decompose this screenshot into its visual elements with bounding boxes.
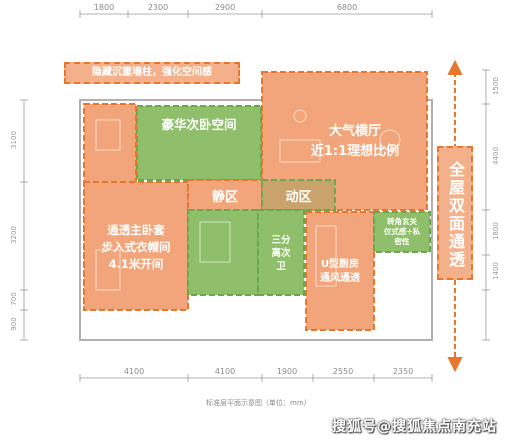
dimension-bottom-1: 4100: [123, 367, 145, 376]
watermark: 搜狐号@搜狐焦点南充站: [332, 419, 497, 435]
living-room-label-line1: 大气横厅: [328, 124, 381, 139]
living-room-label-line2: 近1:1理想比例: [310, 144, 400, 159]
foyer-area: [373, 211, 431, 253]
dimension-bottom-2: 4100: [214, 367, 236, 376]
three-split-bath-label: 三分 离次 卫: [258, 234, 304, 273]
middle-bedroom-area: [187, 209, 259, 296]
kitchen-label-line1: U型厨房: [320, 259, 360, 270]
dimension-bottom-3: 1900: [276, 367, 298, 376]
foyer-label-line3: 密性: [394, 237, 410, 246]
dimension-bottom-5: 2350: [392, 367, 414, 376]
left-dimension-line: [20, 99, 28, 341]
dimension-top-3: 2900: [214, 3, 236, 12]
callout-hidden-pillars: 隐藏沉重墙柱，强化空间感: [64, 62, 240, 84]
secondary-bedroom-label: 豪华次卧空间: [161, 117, 237, 132]
three-split-bath-label-line1: 三分: [271, 235, 291, 246]
bottom-dimension-line: [79, 374, 433, 382]
dimension-right-2: 4400: [492, 147, 500, 165]
kitchen-label: U型厨房 通风通透: [306, 258, 374, 286]
foyer-label-line1: 转角玄关: [387, 217, 417, 226]
dimension-left-4: 900: [10, 317, 18, 331]
top-dimension-line: [79, 10, 433, 18]
master-bedroom-label-line1: 通透主卧套: [107, 223, 165, 237]
active-zone-area: [261, 179, 336, 211]
dimension-bottom-4: 2550: [332, 367, 354, 376]
dimension-right-4: 1400: [492, 262, 500, 280]
dimension-left-1: 3100: [10, 131, 18, 149]
foyer-label: 转角玄关 仪式感+私 密性: [374, 217, 430, 247]
secondary-bedroom-area: [136, 105, 262, 181]
active-zone-label: 动区: [285, 190, 312, 205]
kitchen-area: [305, 211, 375, 331]
double-sided-ventilation-callout: 全屋双面通透: [437, 146, 473, 280]
master-bedroom-label-line3: 4.1米开间: [108, 257, 164, 271]
floor-plan-caption: 标准层平面示意图（单位：mm）: [206, 399, 311, 407]
right-dimension-line: [482, 69, 490, 341]
dimension-top-2: 2300: [147, 3, 169, 12]
dimension-top-1: 1800: [93, 3, 115, 12]
master-bedroom-label: 通透主卧套 步入式衣帽间 4.1米开间: [84, 222, 188, 273]
living-room-label: 大气横厅 近1:1理想比例: [300, 122, 410, 162]
dimension-top-4: 6800: [336, 3, 358, 12]
three-split-bathroom-area: [257, 209, 305, 296]
three-split-bath-label-line3: 卫: [276, 261, 286, 272]
three-split-bath-label-line2: 离次: [271, 248, 291, 259]
foyer-label-line2: 仪式感+私: [383, 227, 421, 236]
dimension-left-2: 3200: [10, 226, 18, 244]
furniture-sketch: [95, 109, 401, 291]
outer-wall: [79, 99, 433, 341]
quiet-zone-label: 静区: [211, 190, 238, 205]
dimension-right-3: 1800: [492, 222, 500, 240]
kitchen-label-line2: 通风通透: [320, 273, 360, 284]
master-bedroom-area: [83, 181, 189, 311]
dimension-right-1: 1500: [492, 77, 500, 95]
master-bedroom-label-line2: 步入式衣帽间: [101, 240, 171, 254]
